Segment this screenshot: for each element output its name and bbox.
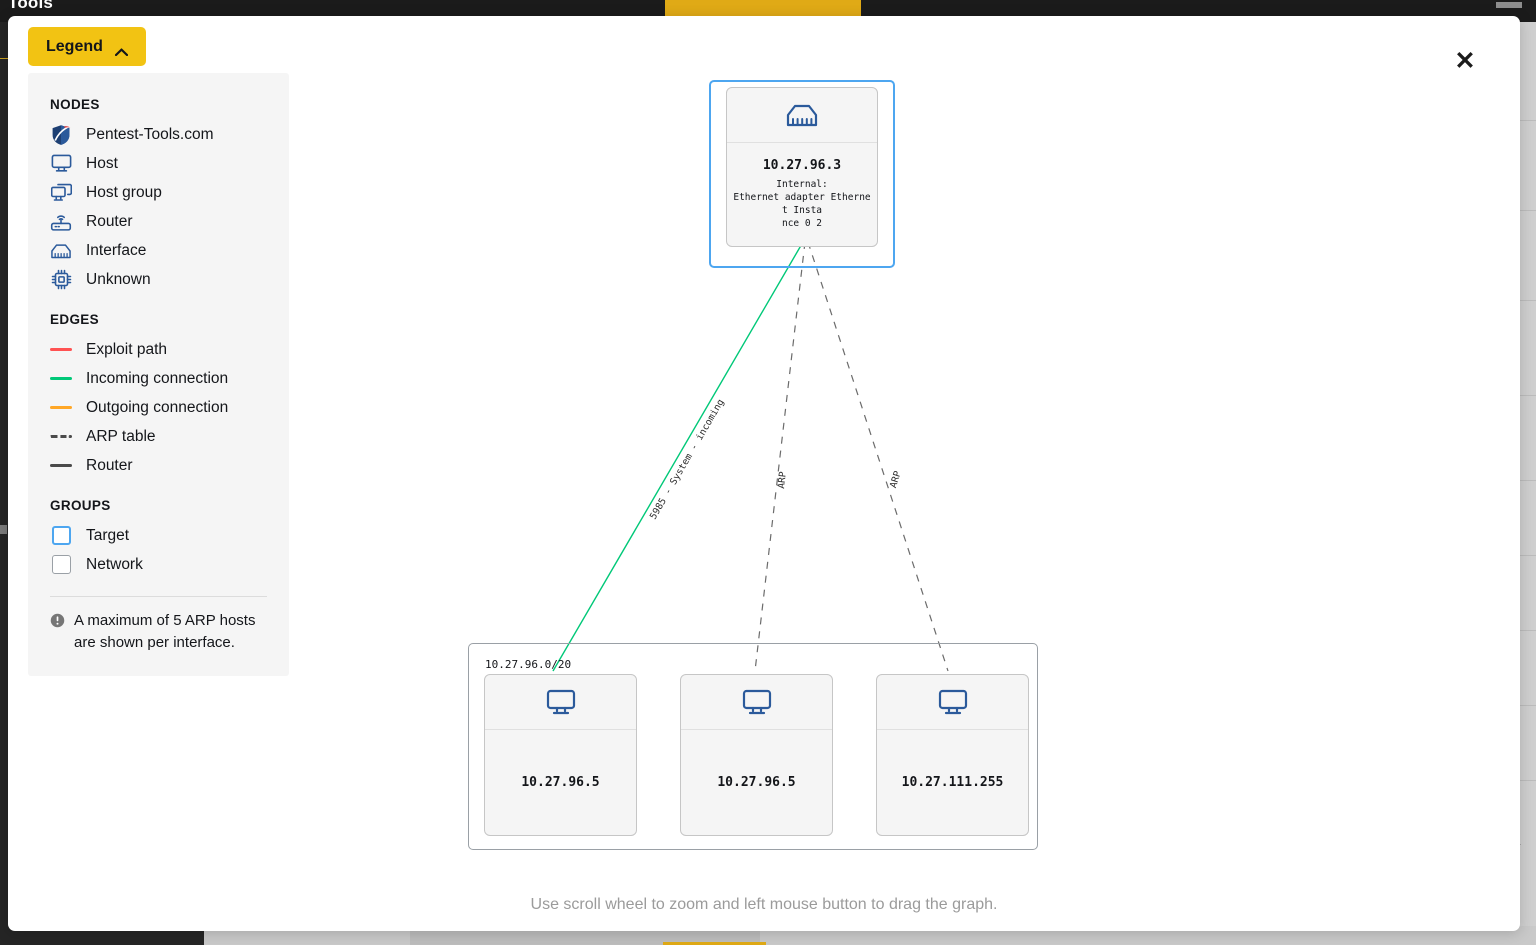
app-right-panel-row [1508, 780, 1536, 781]
legend-item-label: Pentest-Tools.com [86, 125, 214, 143]
edge-swatch-dashed-icon [50, 426, 72, 448]
legend-item-host-group: Host group [50, 178, 267, 207]
app-left-rail-marker [0, 525, 7, 534]
legend-divider [50, 596, 267, 597]
legend-section-nodes-title: NODES [50, 97, 100, 112]
app-topbar-active-tab[interactable] [665, 0, 861, 16]
monitor-icon [485, 675, 636, 730]
legend-note-text: A maximum of 5 ARP hosts are shown per i… [74, 612, 256, 651]
node-host-body: 10.27.111.255 [877, 730, 1028, 835]
edge-label-arp-host2: ARP [776, 470, 789, 490]
app-topbar-title: Tools [8, 0, 54, 12]
edge-swatch-icon [50, 455, 72, 477]
node-host-body: 10.27.96.5 [681, 730, 832, 835]
legend-edge-exploit-path: Exploit path [50, 335, 267, 364]
legend-section-groups-title: GROUPS [50, 498, 111, 513]
group-network-label: 10.27.96.0/20 [485, 658, 572, 671]
edge-swatch-icon [50, 397, 72, 419]
legend-edge-incoming-connection: Incoming connection [50, 364, 267, 393]
legend-edge-arp-table: ARP table [50, 422, 267, 451]
node-host-body: 10.27.96.5 [485, 730, 636, 835]
ethernet-port-icon [50, 240, 72, 262]
edge-swatch-icon [50, 339, 72, 361]
monitor-icon [50, 153, 72, 175]
node-host-10-27-111-255[interactable]: 10.27.111.255 [876, 674, 1029, 836]
app-right-panel-row [1508, 210, 1536, 211]
chip-icon [50, 269, 72, 291]
info-icon [50, 613, 65, 635]
legend-item-interface: Interface [50, 236, 267, 265]
node-interface-body: 10.27.96.3 Internal: Ethernet adapter Et… [727, 143, 877, 246]
network-graph-modal: ✕ 5985 - System - incoming ARP ARP [8, 16, 1520, 931]
graph-canvas[interactable]: 5985 - System - incoming ARP ARP 10.27.9… [8, 16, 1520, 931]
legend-item-unknown: Unknown [50, 265, 267, 294]
legend-item-label: Host group [86, 183, 162, 201]
legend-edge-label: Incoming connection [86, 369, 229, 387]
legend-section-edges-title: EDGES [50, 312, 100, 327]
legend-item-label: Host [86, 154, 118, 172]
monitor-icon [681, 675, 832, 730]
router-icon [50, 211, 72, 233]
legend-group-target: Target [50, 521, 267, 550]
legend-item-label: Router [86, 212, 133, 230]
node-host-10-27-96-5-a[interactable]: 10.27.96.5 [484, 674, 637, 836]
node-subtitle-line: nce 0 2 [781, 217, 823, 229]
legend-item-router: Router [50, 207, 267, 236]
ethernet-port-icon [727, 88, 877, 143]
node-subtitle-line: Ethernet adapter Ethernet Insta [733, 192, 871, 216]
app-left-rail-divider [0, 58, 12, 59]
legend-toggle-button[interactable]: Legend [28, 27, 146, 66]
legend-note: A maximum of 5 ARP hosts are shown per i… [50, 610, 267, 654]
app-right-panel-row [1508, 120, 1536, 121]
edge-swatch-icon [50, 368, 72, 390]
monitor-icon [877, 675, 1028, 730]
legend-item-host: Host [50, 149, 267, 178]
legend-item-pentest-tools: Pentest-Tools.com [50, 120, 267, 149]
legend-item-label: Unknown [86, 270, 151, 288]
edge-arp-host3 [807, 241, 949, 672]
group-swatch-icon [50, 554, 72, 576]
node-host-10-27-96-5-b[interactable]: 10.27.96.5 [680, 674, 833, 836]
legend-group-network: Network [50, 550, 267, 579]
legend-edge-router: Router [50, 451, 267, 480]
node-ip-label: 10.27.96.5 [521, 775, 600, 790]
legend-edge-label: Exploit path [86, 340, 167, 358]
app-right-panel-row [1508, 630, 1536, 631]
legend-group-label: Network [86, 555, 143, 573]
app-bottom-bar-accent [663, 942, 766, 945]
legend-edge-label: Router [86, 456, 133, 474]
legend-edge-label: ARP table [86, 427, 156, 445]
app-right-panel-row [1508, 480, 1536, 481]
legend-edge-outgoing-connection: Outgoing connection [50, 393, 267, 422]
group-network-frame[interactable] [468, 643, 1038, 850]
edge-incoming-connection [552, 241, 804, 672]
graph-hint-text: Use scroll wheel to zoom and left mouse … [530, 896, 998, 913]
chevron-up-icon [114, 43, 128, 56]
app-topbar-chip [1496, 2, 1522, 8]
legend-edge-label: Outgoing connection [86, 398, 229, 416]
legend-item-label: Interface [86, 241, 147, 259]
legend-panel: NODES Pentest-Tools.com [28, 73, 289, 676]
app-right-panel-row [1508, 555, 1536, 556]
node-ip-label: 10.27.111.255 [901, 775, 1004, 790]
edge-arp-host2 [754, 241, 806, 672]
graph-edges-svg [552, 241, 949, 672]
monitor-group-icon [50, 182, 72, 204]
group-swatch-icon [50, 525, 72, 547]
shield-icon [50, 124, 72, 146]
node-subtitle: Internal: Ethernet adapter Ethernet Inst… [731, 179, 873, 230]
node-ip-label: 10.27.96.3 [762, 158, 842, 174]
app-right-panel-row [1508, 705, 1536, 706]
legend-toggle-label: Legend [46, 37, 103, 55]
app-right-panel-row [1508, 395, 1536, 396]
app-right-panel-row [1508, 300, 1536, 301]
legend-group-label: Target [86, 526, 130, 544]
close-icon[interactable]: ✕ [1450, 46, 1480, 76]
node-subtitle-line: Internal: [776, 179, 828, 191]
node-ip-label: 10.27.96.5 [717, 775, 796, 790]
group-target-frame[interactable] [709, 80, 895, 268]
node-interface-10-27-96-3[interactable]: 10.27.96.3 Internal: Ethernet adapter Et… [726, 87, 878, 247]
